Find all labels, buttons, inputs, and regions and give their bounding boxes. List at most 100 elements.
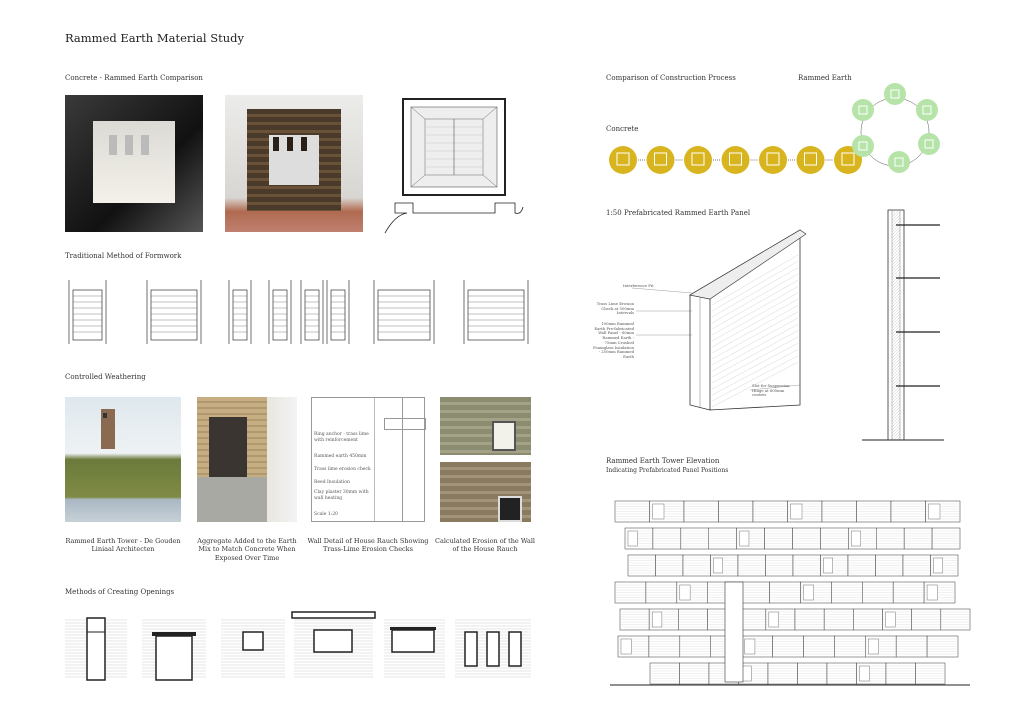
step-glyph-icon <box>858 141 868 151</box>
section-heading-comparison: Concrete - Rammed Earth Comparison <box>65 74 203 82</box>
openings-drawings <box>65 611 531 681</box>
erosion-photo-1 <box>440 397 531 455</box>
elevation-panel <box>614 500 650 523</box>
formwork-sketch <box>228 280 252 344</box>
step-glyph-icon <box>924 139 934 149</box>
step-glyph-icon <box>766 152 780 166</box>
elevation-panel <box>856 500 892 523</box>
wall-note-plaster: Clay plaster 30mm with wall heating <box>314 490 369 501</box>
elevation-panel <box>856 662 887 685</box>
aggregate-photo <box>197 397 297 522</box>
elevation-window <box>926 584 938 601</box>
elevation-window <box>885 611 896 628</box>
concrete-process <box>609 146 862 174</box>
elevation-panel <box>737 554 766 577</box>
elevation-panel <box>876 527 905 550</box>
caption-aggregate: Aggregate Added to the Earth Mix to Matc… <box>197 537 297 562</box>
concrete-step-icon <box>759 146 787 174</box>
step-glyph-icon <box>654 152 667 166</box>
elevation-window <box>928 503 941 520</box>
elevation-panel <box>676 581 708 604</box>
elevation-panel <box>803 635 835 658</box>
rammed-earth-step-icon <box>888 151 910 173</box>
concrete-step-icon <box>646 146 675 174</box>
panel-course-line <box>711 273 799 324</box>
elevation-panel <box>652 527 682 550</box>
elevation-panel <box>885 662 916 685</box>
elevation-window <box>679 584 691 601</box>
elevation-panel <box>926 635 959 658</box>
elevation-panel <box>940 608 971 631</box>
elevation-window <box>739 530 750 547</box>
elevation-panel <box>915 662 946 685</box>
elevation-panel <box>892 581 925 604</box>
elevation-panel <box>772 635 804 658</box>
step-glyph-icon <box>894 157 904 167</box>
concrete-step-icon <box>721 146 750 174</box>
rammed-earth-step-icon <box>916 99 938 121</box>
elevation-window <box>651 611 663 628</box>
step-glyph-icon <box>616 152 630 166</box>
formwork-sketch <box>326 280 350 344</box>
step-glyph-icon <box>729 152 742 166</box>
elevation-panel <box>834 635 866 658</box>
elevation-panel <box>769 581 801 604</box>
panel-section-drawing <box>862 209 944 441</box>
elevation-panel <box>648 608 679 631</box>
panel-course-line <box>711 305 799 354</box>
section-drawing <box>384 98 524 234</box>
step-glyph-icon <box>841 152 855 166</box>
section-heading-panel: 1:50 Prefabricated Rammed Earth Panel <box>606 209 751 217</box>
wall-note-scale: Scale 1:20 <box>314 512 338 517</box>
elevation-panel <box>820 554 849 577</box>
panel-course-line <box>711 280 799 330</box>
elevation-panel <box>821 500 857 523</box>
elevation-panel <box>862 581 894 604</box>
elevation-panel <box>831 581 863 604</box>
elevation-panel <box>787 500 823 523</box>
section-heading-openings: Methods of Creating Openings <box>65 588 175 596</box>
wall-note-ring-anchor: Ring anchor - trass lime with reinforcem… <box>314 432 369 443</box>
elevation-panel <box>679 635 711 658</box>
panel-course-line <box>711 292 799 342</box>
caption-erosion: Calculated Erosion of the Wall of the Ho… <box>435 537 535 554</box>
elevation-panel <box>678 608 708 631</box>
elevation-panel <box>649 500 685 523</box>
panel-note-erosion-check: Trass Lime Erosion Check at 500mm Interv… <box>596 301 634 316</box>
panel-course-line <box>711 254 799 306</box>
elevation-panel <box>902 554 931 577</box>
elevation-panel <box>741 635 773 658</box>
panel-course-line <box>711 311 799 360</box>
elevation-panel <box>890 500 926 523</box>
elevation-panel <box>792 554 821 577</box>
elevation-panel <box>820 527 849 550</box>
wall-note-erosion-check: Trass lime erosion check <box>314 467 371 472</box>
elevation-panel <box>765 608 796 631</box>
elevation-panel <box>655 554 684 577</box>
elevation-window <box>620 638 632 655</box>
elevation-window <box>851 530 861 547</box>
panel-note-panel-build-up: 100mm Rammed Earth Pre-fabricated Wall P… <box>593 321 634 360</box>
elevation-window <box>823 557 833 574</box>
opening-door-tall <box>65 617 127 681</box>
elevation-window <box>768 611 779 628</box>
elevation-panel <box>710 554 739 577</box>
step-glyph-icon <box>804 152 817 166</box>
elevation-panel <box>752 500 788 523</box>
rammed-earth-step-icon <box>852 99 874 121</box>
elevation-panel <box>882 608 912 631</box>
formwork-sketch <box>463 280 529 344</box>
elevation-window <box>790 503 803 520</box>
elevation-panel <box>614 581 647 604</box>
step-glyph-icon <box>890 89 900 99</box>
elevation-panel <box>645 581 678 604</box>
elevation-window <box>627 530 638 547</box>
elevation-panel <box>792 527 821 550</box>
elevation-panel <box>853 608 883 631</box>
elevation-door <box>724 581 744 683</box>
elevation-panel <box>823 608 854 631</box>
panel-course-line <box>711 343 799 390</box>
panel-course-line <box>711 349 799 396</box>
elevation-panel <box>682 554 711 577</box>
rammed-earth-step-icon <box>884 83 906 105</box>
